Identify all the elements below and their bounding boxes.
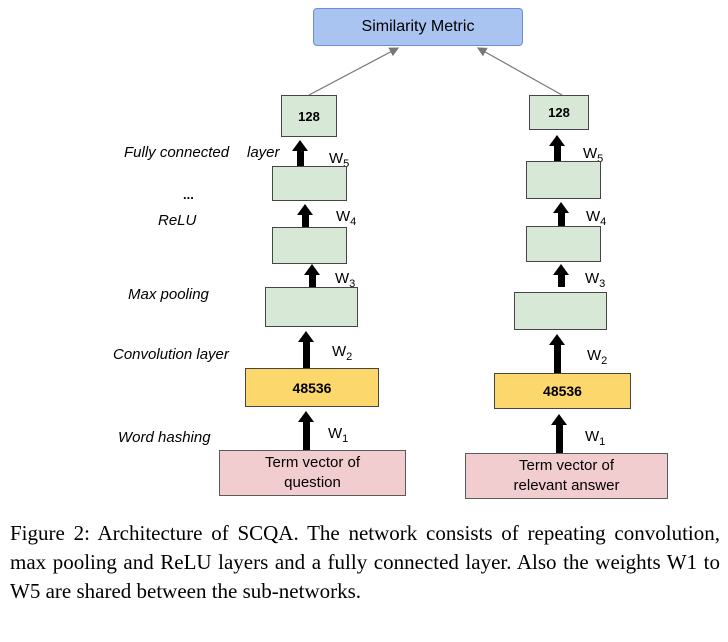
left-arrow-w5 [292, 140, 308, 166]
label-layer-word: layer [247, 144, 280, 161]
left-input-line-2: question [284, 474, 341, 491]
figure-caption: Figure 2: Architecture of SCQA. The netw… [10, 519, 720, 606]
right-layer-3 [526, 226, 601, 262]
right-weight-w2: W2 [587, 347, 608, 367]
left-weight-w1: W1 [328, 425, 349, 445]
left-fc-output-node: 128 [281, 95, 337, 137]
similarity-metric-label: Similarity Metric [361, 18, 475, 35]
connector-lines [308, 47, 563, 96]
right-layer-2 [514, 292, 607, 330]
right-layer-4 [526, 161, 601, 199]
left-weight-w2: W2 [332, 343, 353, 363]
right-weight-w4: W4 [586, 208, 607, 228]
left-connector [308, 47, 400, 96]
left-input-line-1: Term vector of [264, 454, 361, 471]
left-hash-value: 48536 [292, 379, 332, 396]
label-relu: ReLU [158, 212, 197, 229]
left-input-node: Term vector of question [219, 450, 406, 496]
caption-text: Figure 2: Architecture of SCQA. The netw… [10, 521, 720, 603]
label-ellipsis: ... [183, 187, 194, 202]
right-arrow-w5 [549, 135, 565, 161]
label-fully-connected: Fully connected [124, 144, 230, 161]
label-max-pooling: Max pooling [128, 286, 209, 303]
right-arrow-w1 [551, 414, 567, 453]
left-arrow-w2 [298, 331, 314, 368]
left-arrow-w1 [298, 411, 314, 450]
left-weight-w5: W5 [329, 150, 350, 170]
left-arrow-w3 [304, 264, 320, 287]
right-arrow-w2 [549, 334, 565, 373]
left-weight-w3: W3 [335, 270, 356, 290]
right-arrow-w3 [553, 264, 569, 287]
label-word-hashing: Word hashing [118, 429, 211, 446]
right-input-node: Term vector of relevant answer [465, 453, 668, 499]
right-weight-w5: W5 [583, 145, 604, 165]
left-layer-2 [265, 287, 358, 327]
right-connector [476, 47, 563, 96]
similarity-metric-node: Similarity Metric [313, 8, 523, 46]
left-weight-w4: W4 [336, 208, 357, 228]
left-layer-4 [272, 166, 347, 201]
right-hash-layer: 48536 [494, 373, 631, 409]
architecture-diagram: Similarity Metric Fully connected layer … [113, 8, 668, 499]
right-fc-output-value: 128 [548, 105, 570, 120]
right-input-line-2: relevant answer [513, 477, 620, 494]
right-fc-output-node: 128 [529, 95, 589, 130]
left-hash-layer: 48536 [245, 368, 379, 407]
right-input-line-1: Term vector of [518, 457, 615, 474]
right-hash-value: 48536 [543, 383, 582, 399]
left-fc-output-value: 128 [298, 108, 320, 124]
label-convolution: Convolution layer [113, 346, 229, 363]
right-weight-w1: W1 [585, 428, 606, 448]
left-arrow-w4 [297, 204, 313, 227]
left-layer-3 [272, 227, 347, 264]
right-arrow-w4 [553, 202, 569, 226]
right-weight-w3: W3 [585, 270, 606, 290]
